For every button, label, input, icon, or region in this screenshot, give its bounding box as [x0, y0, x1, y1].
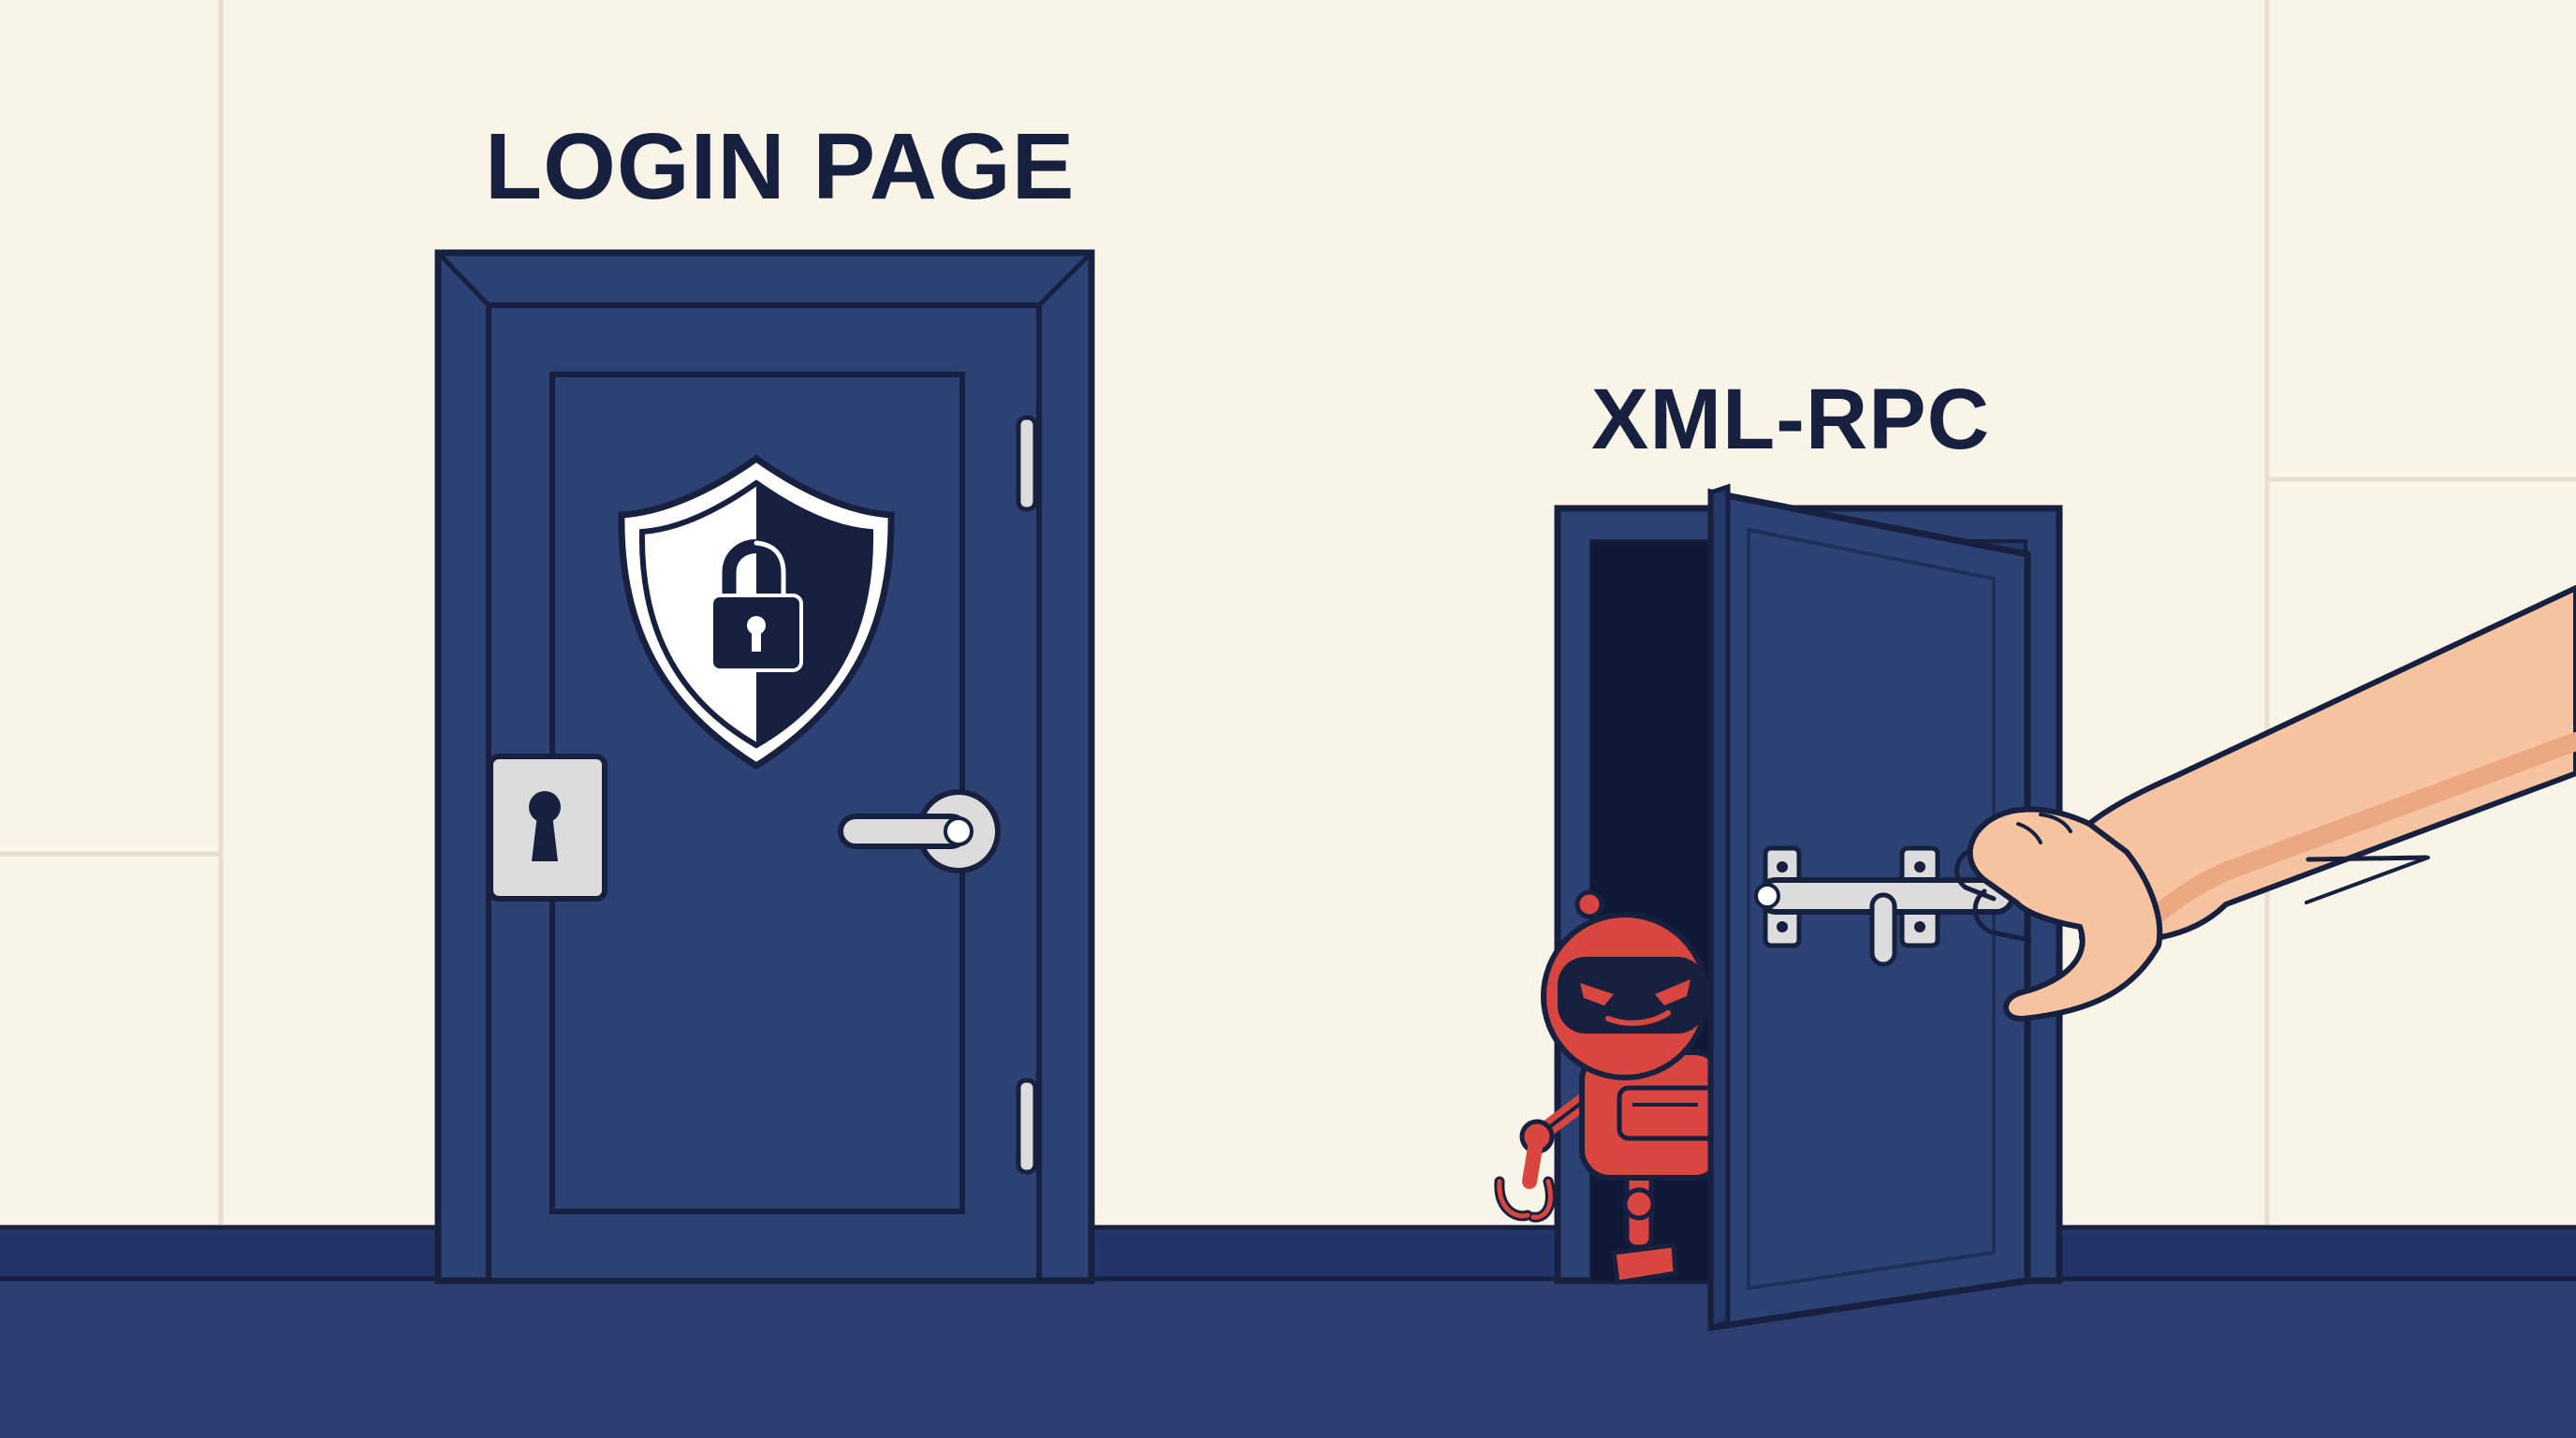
barrel-bolt-icon [1754, 845, 2015, 967]
latch-screw [1777, 861, 1788, 873]
login-door-frame-miter [439, 254, 490, 307]
robot-antenna-tip [1574, 889, 1604, 919]
login-door-hinge [1016, 415, 1038, 512]
hand-palm [1967, 806, 2163, 1022]
login-door-hinge [1016, 1078, 1038, 1175]
floor-baseboard [0, 1226, 2576, 1281]
shield-padlock-icon [618, 454, 895, 770]
hand-finger [1972, 888, 2032, 943]
robot-knee [1622, 1187, 1656, 1221]
xmlrpc-door-leaf-panel [1747, 527, 1996, 1291]
hand-arm-shadow [2144, 732, 2576, 927]
hand-knuckle-line [2016, 822, 2042, 844]
padlock-shackle-light [754, 540, 786, 604]
motion-line [2305, 856, 2430, 904]
handle-cap [944, 816, 973, 846]
xmlrpc-door-leaf-edge [1708, 483, 1731, 1331]
robot-eye [1655, 979, 1690, 1005]
latch-rod-end [1754, 883, 1780, 909]
robot-chest-panel [1617, 1085, 1720, 1141]
wall [0, 0, 2576, 1236]
robot-claw-fill [1497, 1179, 1553, 1220]
robot-grin [1605, 1010, 1671, 1026]
lock-keyhole-slot [532, 814, 558, 861]
xmlrpc-door [1494, 483, 2063, 1332]
login-door-label: LOGIN PAGE [485, 114, 1076, 219]
floor-surface [0, 1279, 2576, 1438]
hand-finger [1954, 849, 1997, 902]
robot-foot [1611, 1242, 1678, 1285]
shield-dark-half [756, 483, 871, 745]
xmlrpc-door-label: XML-RPC [1591, 372, 1991, 467]
lock-keyhole [529, 791, 561, 823]
login-door [434, 249, 1095, 1284]
floor [0, 1225, 2576, 1438]
lever-handle-icon [838, 789, 1001, 873]
motion-line [2305, 855, 2429, 862]
latch-knob [1869, 892, 1897, 967]
robot-icon [1494, 889, 1725, 1285]
shield-inner-outline [638, 479, 874, 749]
latch-screw [1914, 921, 1925, 932]
padlock-keyhole-slot [752, 629, 761, 652]
keyhole-icon [488, 754, 607, 902]
hand-icon [1954, 585, 2576, 1022]
latch-screw [1777, 921, 1788, 932]
robot-forearm [1522, 1129, 1544, 1189]
hand-knuckle-line [2039, 813, 2072, 833]
robot-eye [1580, 983, 1614, 1005]
login-door-frame-miter [1037, 254, 1090, 307]
latch-screw [1914, 861, 1925, 873]
wall-background [0, 0, 2576, 1236]
